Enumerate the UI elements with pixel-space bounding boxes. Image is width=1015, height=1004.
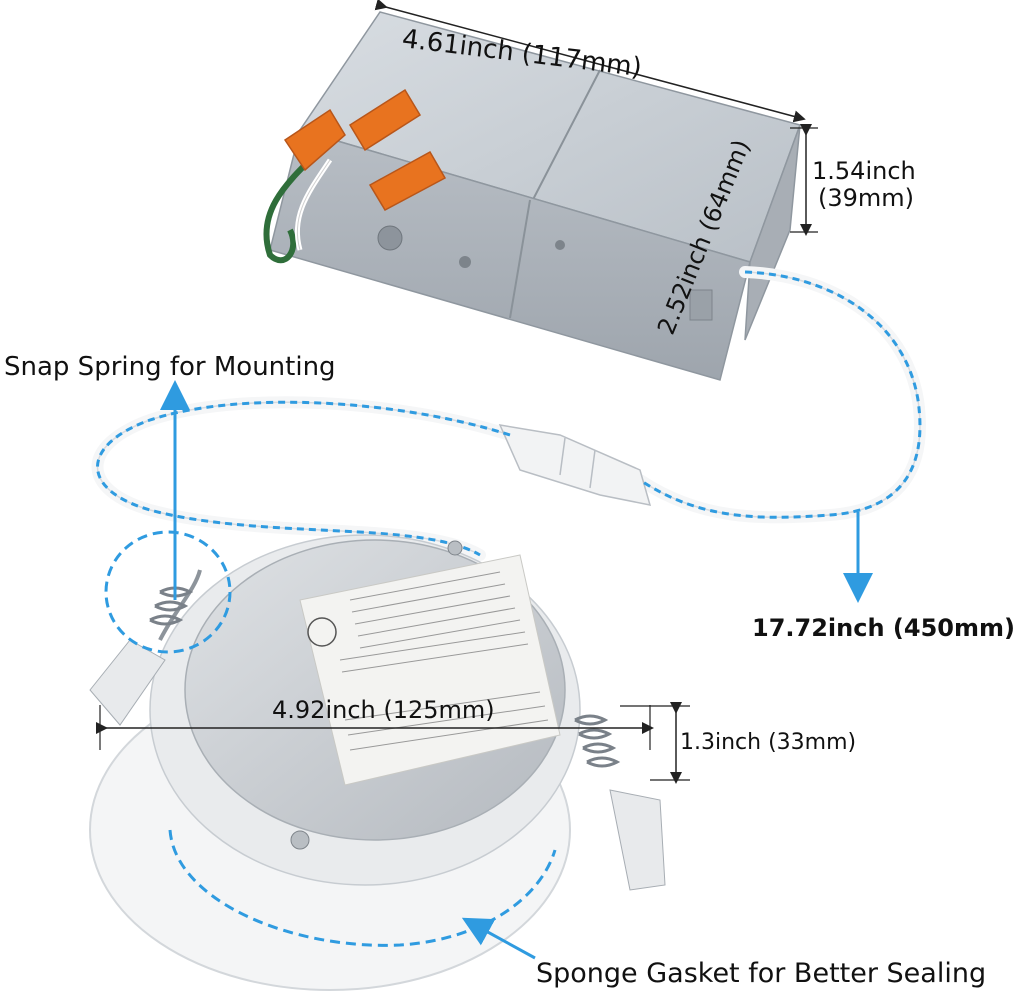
gasket-callout xyxy=(168,829,557,960)
sponge-gasket-label: Sponge Gasket for Better Sealing xyxy=(536,958,987,989)
downlight-fixture xyxy=(89,534,666,991)
box-height-inch-label: 1.54inch xyxy=(812,157,916,185)
snap-spring-callout xyxy=(104,380,232,654)
box-height-mm-label: (39mm) xyxy=(818,184,915,212)
quick-connector xyxy=(498,424,652,506)
dimension-light-diameter xyxy=(96,705,654,750)
snap-spring-label: Snap Spring for Mounting xyxy=(4,352,336,382)
dimension-box-height xyxy=(790,124,818,236)
dimension-light-depth xyxy=(620,702,690,784)
wire-nut-3 xyxy=(368,150,447,211)
dimension-box-length xyxy=(374,0,806,123)
light-depth-label: 1.3inch (33mm) xyxy=(680,730,857,755)
light-diameter-label: 4.92inch (125mm) xyxy=(272,696,495,724)
wire-nut-1 xyxy=(283,108,346,172)
left-mounting-clip xyxy=(89,569,202,726)
cable-length-label: 17.72inch (450mm) xyxy=(752,614,1015,642)
right-mounting-clip xyxy=(574,714,666,891)
power-cable xyxy=(91,266,926,603)
